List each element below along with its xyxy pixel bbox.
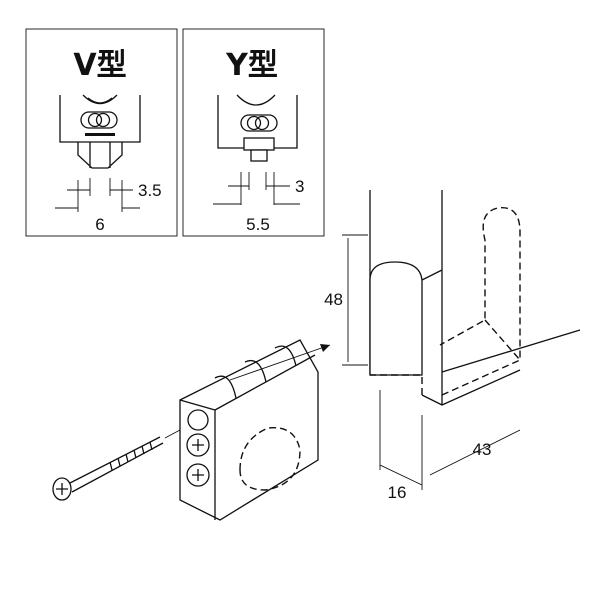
v-type-panel: V型 3.5 6 [25,28,178,237]
panel-board: 48 16 43 [324,190,581,502]
dim-thickness: 16 [388,483,407,502]
screw [52,429,181,501]
y-type-title: Y型 [225,48,278,83]
y-type-dim-outer: 5.5 [246,215,270,234]
y-type-panel: Y型 3 5.5 [182,28,325,237]
dim-depth: 43 [473,440,492,459]
v-type-title: V型 [73,48,126,83]
dim-height: 48 [324,290,343,309]
catch-bracket [179,339,331,521]
y-type-dim-inner: 3 [295,177,304,196]
v-type-dim-inner: 3.5 [138,181,162,200]
v-type-dim-outer: 6 [95,215,104,234]
